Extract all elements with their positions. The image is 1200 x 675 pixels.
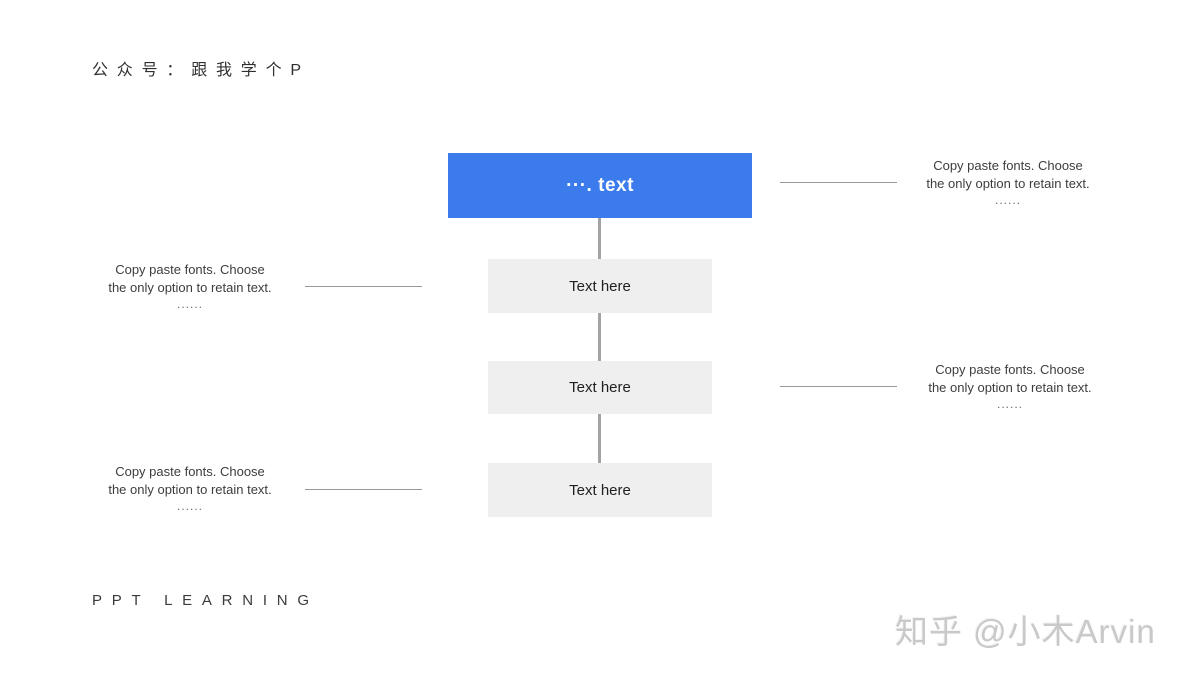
flow-node-2: Text here [488,361,712,414]
connector-line-3 [598,414,601,463]
annotation-right-top: Copy paste fonts. Choose the only option… [892,157,1124,207]
connector-line-1 [598,218,601,259]
annotation-left-top: Copy paste fonts. Choose the only option… [74,261,306,311]
annotation-dots: ...... [996,397,1023,411]
watermark-text: 知乎 @小木Arvin [895,613,1156,650]
flow-node-1: Text here [488,259,712,313]
annotation-line: the only option to retain text. [928,380,1092,395]
leader-line-right-2 [780,386,897,387]
leader-line-left-2 [305,489,422,490]
annotation-line: Copy paste fonts. Choose [115,464,265,479]
annotation-line: Copy paste fonts. Choose [935,362,1085,377]
connector-line-2 [598,313,601,361]
footer-brand-text: PPT LEARNING [92,592,319,609]
annotation-dots: ...... [994,193,1021,207]
annotation-line: Copy paste fonts. Choose [933,158,1083,173]
leader-line-left-1 [305,286,422,287]
annotation-line: the only option to retain text. [108,280,272,295]
annotation-line: the only option to retain text. [108,482,272,497]
brand-header-text: 公众号：跟我学个P [92,62,310,79]
annotation-dots: ...... [176,297,203,311]
flow-node-3: Text here [488,463,712,517]
annotation-left-bottom: Copy paste fonts. Choose the only option… [74,463,306,513]
annotation-line: Copy paste fonts. Choose [115,262,265,277]
annotation-line: the only option to retain text. [926,176,1090,191]
flow-root-node: ···. text [448,153,752,218]
leader-line-right-1 [780,182,897,183]
annotation-dots: ...... [176,499,203,513]
annotation-right-middle: Copy paste fonts. Choose the only option… [894,361,1126,411]
